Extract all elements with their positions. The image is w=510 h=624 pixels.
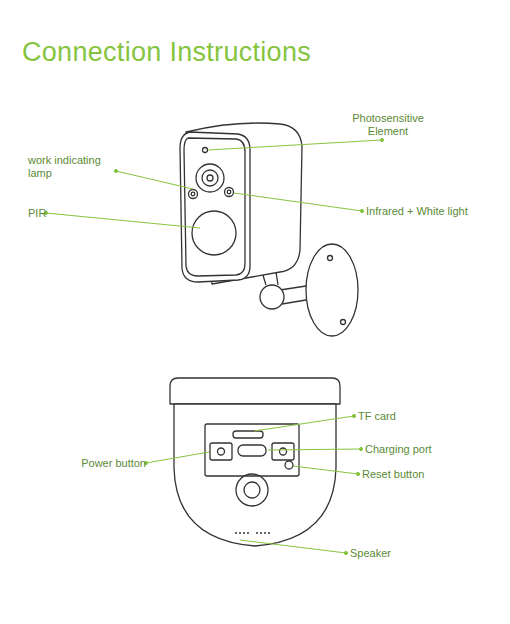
leader-lines (44, 138, 383, 554)
part-label: Reset button (362, 468, 424, 481)
part-label: Power button (81, 457, 146, 470)
part-label: PIR (28, 207, 46, 220)
part-label: Speaker (350, 547, 391, 560)
page-title: Connection Instructions (22, 36, 311, 68)
part-label: Infrared + White light (366, 205, 468, 218)
part-label: Photosensitive Element (346, 112, 430, 138)
part-label: TF card (358, 410, 396, 423)
part-label: work indicating lamp (28, 154, 116, 180)
part-label: Charging port (365, 443, 432, 456)
